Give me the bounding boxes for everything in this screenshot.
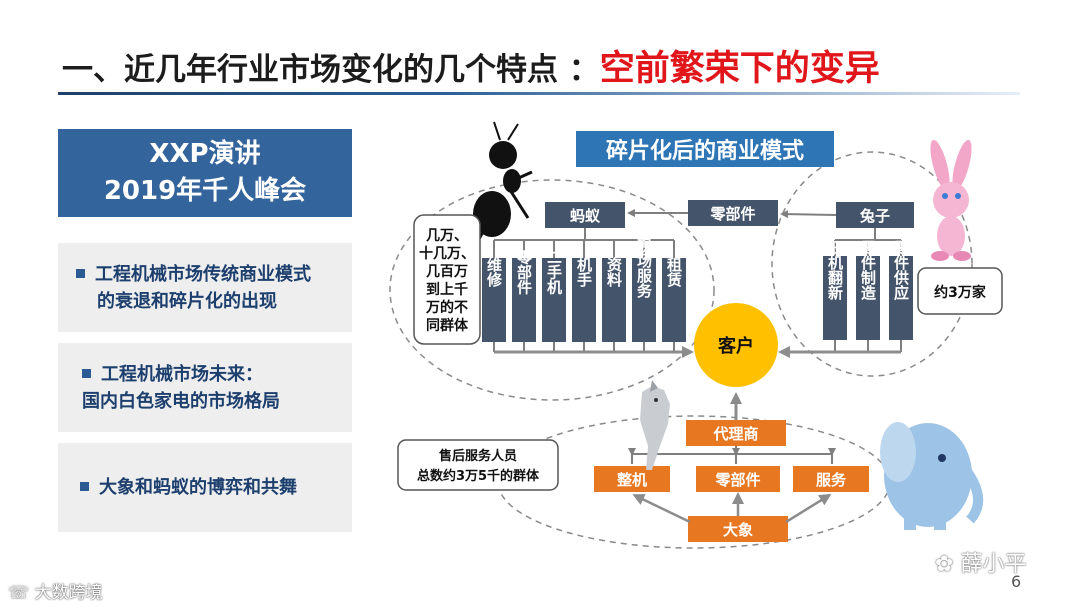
elephant-box: [688, 516, 788, 542]
speech-header-line2: 2019年千人峰会: [103, 176, 307, 206]
point-panel-2: 工程机械市场未来： 国内白色家电的市场格局: [58, 343, 352, 432]
slide-title: 一、近几年行业市场变化的几个特点 ：空前繁荣下的变异: [62, 40, 880, 91]
watermark-left-text: 大数跨境: [34, 583, 103, 603]
point-2-line2: 国内白色家电的市场格局: [82, 390, 280, 412]
ant-service-box: [482, 258, 506, 342]
watermark-left: ☏ 大数跨境: [8, 578, 103, 603]
ant-service-label: 维修: [485, 256, 503, 288]
ant-service-box: [572, 258, 596, 342]
ant-note-line: 十几万、: [419, 245, 475, 262]
elephant-service-label: 零部件: [714, 471, 760, 489]
agent-label: 代理商: [712, 425, 758, 443]
ant-service-box: [542, 258, 566, 342]
point-panel-1: 工程机械市场传统商业模式 的衰退和碎片化的出现: [58, 243, 352, 332]
rabbit-note-box: [917, 267, 1003, 315]
ant-service-label: 租赁: [665, 256, 683, 288]
point-1-line1: 工程机械市场传统商业模式: [95, 263, 311, 285]
customer-circle: [694, 303, 778, 387]
after-sales-note-line2: 总数约3万5千的群体: [417, 468, 540, 484]
speech-header-line1: XXP演讲: [149, 139, 261, 169]
bullet-icon: [80, 482, 89, 491]
ant-service-label: 现场服务: [635, 238, 653, 299]
wechat-icon: ✿: [935, 552, 961, 577]
ant-note-box: [413, 214, 481, 345]
ant-note-line: 到上千: [426, 281, 468, 298]
diagram-title: 碎片化后的商业模式: [606, 138, 804, 164]
elephant-service-box: [594, 466, 670, 492]
point-3-line1: 大象和蚂蚁的博弈和共舞: [99, 477, 297, 498]
ant-service-label: 零部件: [515, 250, 533, 296]
wolf-icon: [640, 380, 670, 470]
rabbit-icon: [930, 139, 972, 261]
watermark-logo-icon: ☏: [8, 583, 35, 603]
after-sales-note-line1: 售后服务人员: [439, 448, 517, 464]
ant-note-line: 同群体: [426, 317, 469, 334]
customer-label: 客户: [718, 335, 754, 357]
point-2-line1: 工程机械市场未来：: [101, 363, 263, 385]
slide-title-main: 一、近几年行业市场变化的几个特点 ：: [62, 52, 600, 88]
rabbit-box-label: 兔子: [859, 207, 890, 225]
watermark-right-text: 薛小平: [960, 552, 1027, 577]
rabbit-note: 约3万家: [934, 284, 987, 301]
elephant-service-label: 整机: [617, 471, 647, 489]
elephant-service-label: 服务: [816, 471, 847, 489]
elephant-service-box: [793, 466, 869, 492]
ant-box: [545, 202, 625, 228]
rabbit-box: [836, 202, 914, 228]
rabbit-region-ellipse: [771, 151, 973, 377]
slide-title-highlight: 空前繁荣下的变异: [599, 49, 880, 89]
ant-box-label: 蚂蚁: [570, 207, 601, 225]
arrow-rabbit-to-parts: [780, 210, 837, 219]
ant-service-label: 二手机: [545, 250, 563, 296]
ant-icon: [472, 121, 533, 249]
parts-top-box: [688, 200, 778, 226]
ant-region-ellipse: [389, 179, 715, 401]
rabbit-service-box: [856, 256, 880, 340]
arrow-elephant-to-service: [785, 493, 832, 524]
rabbit-service-box: [889, 256, 913, 340]
ant-service-label: 机手: [575, 256, 593, 288]
ant-service-box: [602, 258, 626, 342]
parts-top-label: 零部件: [709, 205, 755, 223]
after-sales-note-box: [397, 439, 559, 491]
point-1-line2: 的衰退和碎片化的出现: [97, 290, 277, 312]
ant-note-line: 万的不: [425, 299, 468, 316]
elephant-label: 大象: [723, 521, 753, 539]
elephant-service-box: [696, 466, 780, 492]
diagram-title-box: [576, 131, 834, 167]
rabbit-service-label: 零件制造: [859, 240, 877, 301]
arrow-elephant-to-machine: [632, 494, 691, 524]
ant-service-label: 资料: [605, 256, 623, 288]
elephant-icon: [880, 422, 983, 530]
ant-note-line: 几百万: [426, 264, 468, 280]
ant-note-line: 几万、: [426, 228, 468, 244]
rabbit-service-label: 旧机翻新: [826, 240, 844, 301]
rabbit-service-box: [823, 256, 847, 340]
agent-box: [686, 420, 786, 446]
page-number: 6: [1011, 572, 1022, 591]
ant-service-box: [512, 258, 536, 342]
point-panel-3: 大象和蚂蚁的博弈和共舞: [58, 443, 352, 532]
watermark-right: ✿ 薛小平: [935, 546, 1026, 578]
rabbit-service-label: 零件供应: [892, 240, 910, 301]
ant-service-box: [662, 258, 686, 342]
bullet-icon: [76, 268, 85, 278]
bullet-icon: [82, 368, 91, 378]
speech-header-box: XXP演讲 2019年千人峰会: [58, 129, 352, 217]
title-underline: [58, 92, 1020, 95]
ant-service-box: [632, 258, 656, 342]
